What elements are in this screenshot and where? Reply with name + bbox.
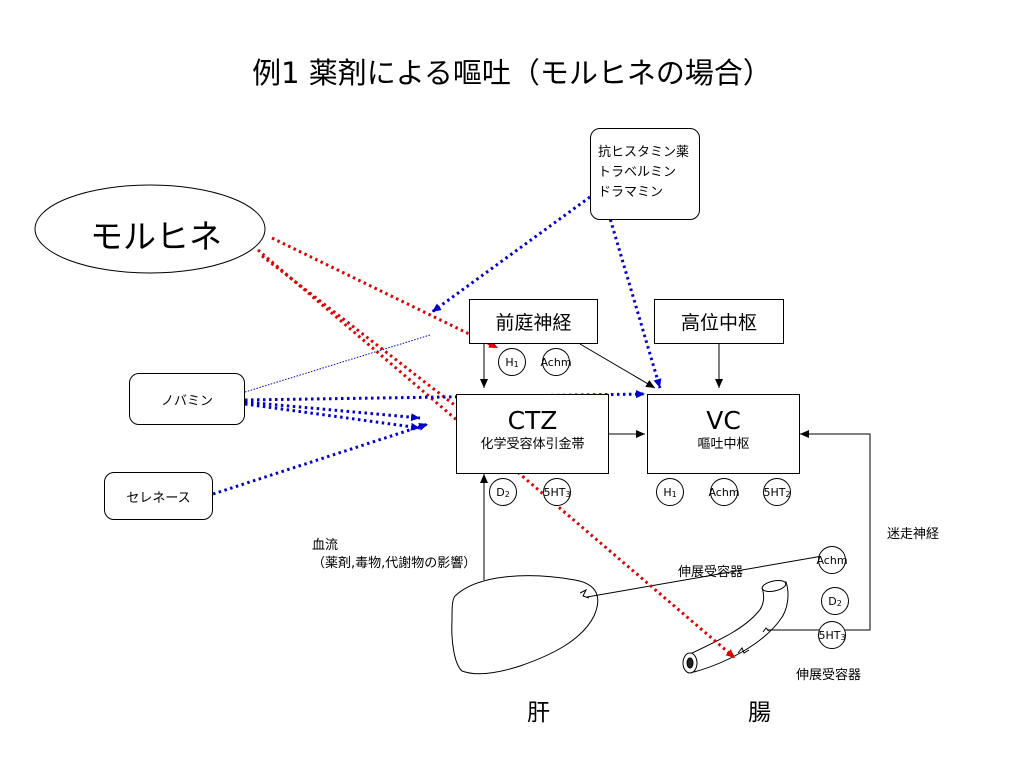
novamin-label: ノバミン <box>160 393 213 409</box>
vc-h1-receptor: H1 <box>656 478 684 506</box>
receptor-label: 5HT <box>818 628 841 642</box>
stretch-receptor-intestine-label: 伸展受容器 <box>796 668 862 683</box>
vagus-nerve-label: 迷走神経 <box>887 527 940 542</box>
antihistamine-to-vc-arrow <box>605 207 662 389</box>
receptor-subscript: 3 <box>565 489 571 499</box>
receptor-label: Achm <box>708 485 740 499</box>
liver-nerve-ending <box>579 588 590 599</box>
higher-center-label: 高位中枢 <box>680 312 757 334</box>
liver-shape <box>451 575 599 675</box>
ctz-title: CTZ <box>507 406 558 435</box>
antihistamine-line-1: 抗ヒスタミン薬 <box>598 145 690 160</box>
morphine-label: モルヒネ <box>90 217 222 256</box>
blood-flow-label: 血流 （薬剤,毒物,代謝物の影響） <box>312 537 476 573</box>
serenace-to-ctz-arrow <box>212 422 429 496</box>
vc-box: VC 嘔吐中枢 <box>647 394 800 474</box>
liver-label: 肝 <box>527 700 550 726</box>
page-title: 例1 薬剤による嘔吐（モルヒネの場合） <box>252 56 772 90</box>
ctz-d2-receptor: D2 <box>489 478 517 506</box>
vestibular-to-vc-arrow <box>579 343 656 389</box>
liver-afferent-line <box>586 553 835 598</box>
receptor-subscript: 1 <box>671 489 677 499</box>
vestibular-nerve-label: 前庭神経 <box>495 312 572 334</box>
ctz-5ht3-receptor: 5HT3 <box>543 478 571 506</box>
receptor-label: H <box>663 485 672 499</box>
blood-flow-title: 血流 <box>312 538 339 553</box>
gut-achm-receptor: Achm <box>816 546 848 574</box>
receptor-subscript: 2 <box>785 489 791 499</box>
novamin-to-ctz-arrow-2 <box>244 402 421 431</box>
morphine-to-vestibular-arrow <box>271 236 499 350</box>
gut-d2-receptor: D2 <box>821 587 849 615</box>
blood-flow-detail: （薬剤,毒物,代謝物の影響） <box>312 556 477 571</box>
vestibular-nerve-box: 前庭神経 <box>469 299 598 344</box>
vestibular-h1-receptor: H1 <box>498 348 526 376</box>
vc-title: VC <box>706 406 741 435</box>
stretch-receptor-liver-label: 伸展受容器 <box>678 565 744 580</box>
receptor-label: H <box>505 355 514 369</box>
receptor-label: 5HT <box>763 485 786 499</box>
antihistamine-box: 抗ヒスタミン薬 トラベルミン ドラマミン <box>590 128 700 220</box>
receptor-subscript: 1 <box>513 359 519 369</box>
receptor-label: D <box>496 485 505 499</box>
receptor-label: Achm <box>816 553 848 567</box>
receptor-subscript: 2 <box>504 489 510 499</box>
receptor-label: D <box>828 594 837 608</box>
vestibular-achm-receptor: Achm <box>540 348 572 376</box>
serenace-label: セレネース <box>126 490 191 506</box>
vc-achm-receptor: Achm <box>708 478 740 506</box>
ctz-subtitle: 化学受容体引金帯 <box>480 437 585 452</box>
intestine-label: 腸 <box>748 700 771 726</box>
morphine-to-ctz-arrow <box>261 254 480 426</box>
vagus-nerve-line <box>800 430 871 631</box>
novamin-box: ノバミン <box>129 373 245 425</box>
vc-subtitle: 嘔吐中枢 <box>697 437 750 452</box>
novamin-to-vc-arrow <box>244 390 646 402</box>
higher-center-box: 高位中枢 <box>654 299 784 344</box>
gut-5ht3-receptor: 5HT3 <box>818 621 846 649</box>
ctz-box: CTZ 化学受容体引金帯 <box>456 394 609 474</box>
serenace-box: セレネース <box>104 472 213 520</box>
antihistamine-line-2: トラベルミン <box>598 165 677 180</box>
receptor-label: Achm <box>540 355 572 369</box>
novamin-to-ctz-arrow-1 <box>244 400 421 422</box>
antihistamine-to-vestibular-arrow <box>431 195 591 314</box>
novamin-to-vestibular-line <box>244 334 431 393</box>
receptor-subscript: 2 <box>836 598 842 608</box>
antihistamine-line-3: ドラマミン <box>598 185 664 200</box>
receptor-subscript: 3 <box>840 632 846 642</box>
morphine-ellipse <box>34 184 266 274</box>
receptor-label: 5HT <box>543 485 566 499</box>
vc-5ht2-receptor: 5HT2 <box>763 478 791 506</box>
intestine-shape <box>682 580 789 674</box>
